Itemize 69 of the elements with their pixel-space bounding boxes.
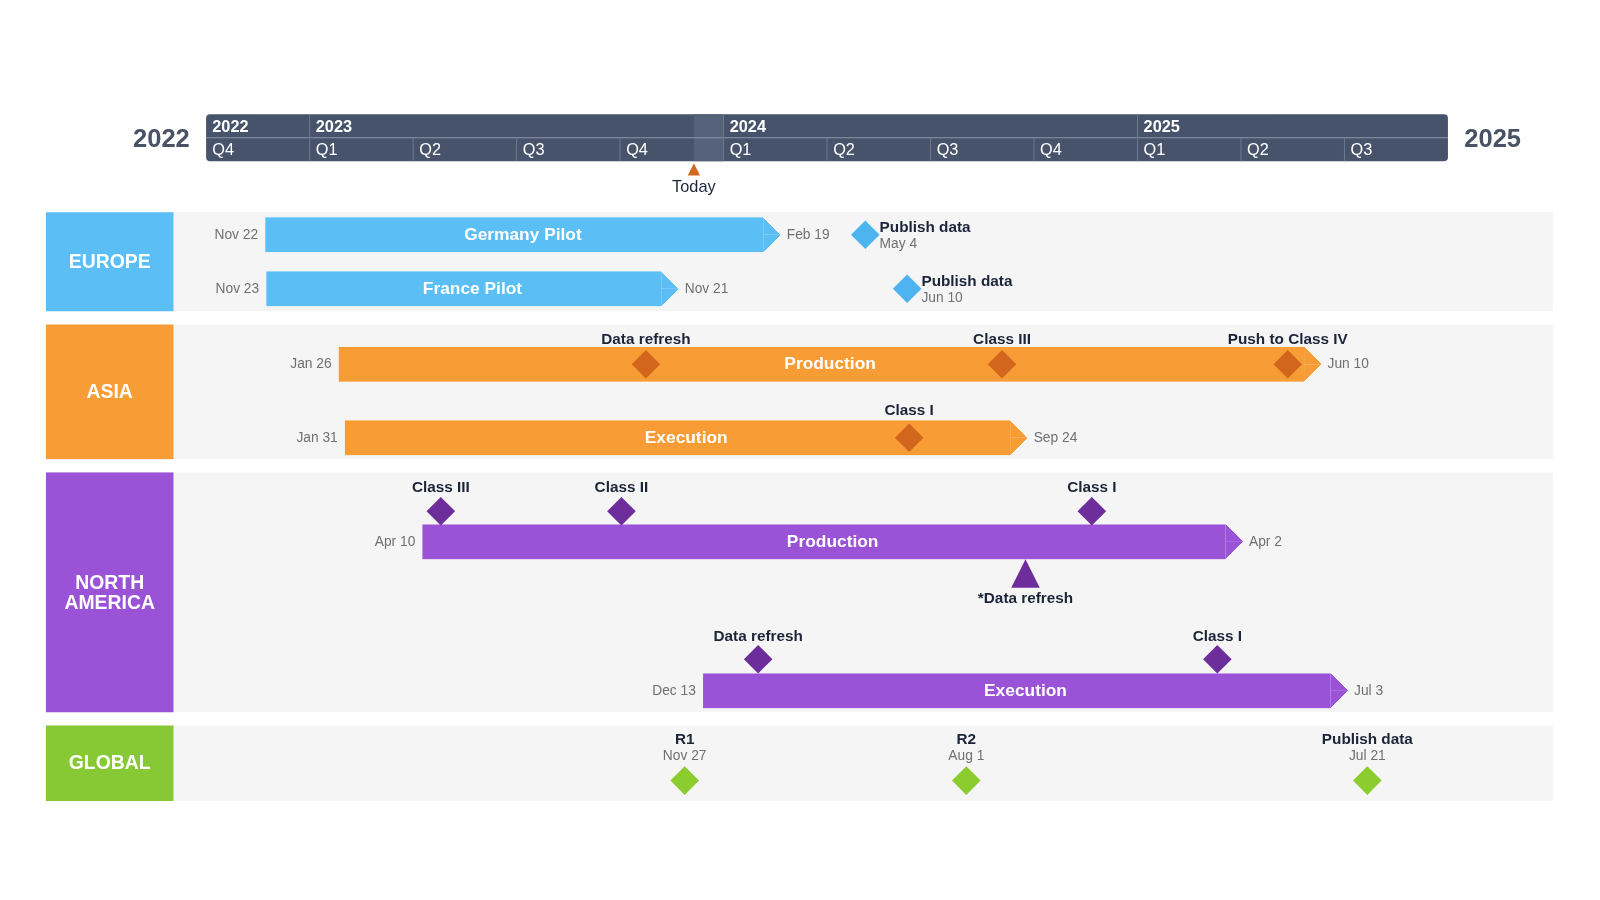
lane-header: EUROPE [45,212,174,312]
quarter-label: Q4 [1040,140,1062,160]
start-date: Nov 23 [215,280,260,297]
milestone-label: R2 [956,729,977,747]
task-label: Production [784,354,876,375]
start-date: Jan 26 [290,356,332,373]
quarter-label: Q3 [1350,140,1373,160]
quarter-label: Q2 [419,140,441,160]
end-date: Feb 19 [786,226,830,243]
end-date: Apr 2 [1248,533,1282,550]
lane-header: NORTH AMERICA [45,472,174,713]
end-date: Jul 3 [1354,682,1384,699]
quarter-label: Q4 [212,140,234,160]
milestone-date: May 4 [879,235,918,253]
quarter-label: Q4 [626,140,648,160]
milestone-date: Jun 10 [921,289,963,307]
today-label: Today [672,177,716,196]
milestone-date: Aug 1 [948,747,985,765]
milestone-label: Publish data [879,217,971,235]
task-bar [703,673,1348,709]
milestone-date: Jul 21 [1348,747,1386,765]
milestone-date: Nov 27 [662,747,707,765]
quarter-label: Q1 [1143,140,1166,160]
end-date: Nov 21 [684,280,729,297]
lane-background [45,725,1554,801]
milestone-label: Class III [411,477,470,495]
milestone-label: Class III [973,329,1031,347]
lane-header: GLOBAL [45,725,174,801]
task-label: Execution [644,427,728,448]
milestone-label: Data refresh [601,329,691,347]
year-label: 2022 [212,117,249,136]
task-bar [266,271,679,307]
quarter-label: Q1 [315,140,338,160]
milestone-label: *Data refresh [977,588,1074,607]
milestone-label: Publish data [921,271,1013,289]
end-date: Jun 10 [1327,356,1369,373]
year-label: 2022 [133,122,190,154]
start-date: Jan 31 [296,429,338,446]
milestone-label: R1 [674,729,695,747]
quarter-label: Q3 [522,140,545,160]
quarter-label: Q2 [833,140,855,160]
task-label: France Pilot [422,278,523,299]
milestone-label: Class I [1067,477,1117,495]
lane-background [45,324,1554,460]
start-date: Dec 13 [652,682,696,699]
quarter-label: Q2 [1247,140,1269,160]
lane-header: ASIA [45,324,174,460]
task-bar [265,217,781,253]
year-label: 2024 [729,117,766,136]
start-date: Nov 22 [214,226,259,243]
quarter-label: Q3 [936,140,959,160]
milestone-label: Class II [594,477,649,495]
lane-background [45,472,1554,713]
task-label: Germany Pilot [464,224,582,245]
year-label: 2025 [1464,122,1522,154]
task-label: Execution [984,680,1067,701]
year-label: 2023 [315,117,353,136]
year-label: 2025 [1143,117,1180,136]
task-label: Production [786,531,879,553]
milestone-label: Class I [1192,626,1242,644]
milestone-label: Class I [884,401,934,419]
milestone-label: Publish data [1321,729,1413,747]
milestone-label: Data refresh [713,626,803,644]
task-bar [422,524,1243,560]
quarter-label: Q1 [729,140,752,160]
start-date: Apr 10 [374,533,416,550]
milestone-label: Push to Class IV [1227,329,1348,347]
end-date: Sep 24 [1033,429,1078,446]
lane-background [45,212,1554,312]
